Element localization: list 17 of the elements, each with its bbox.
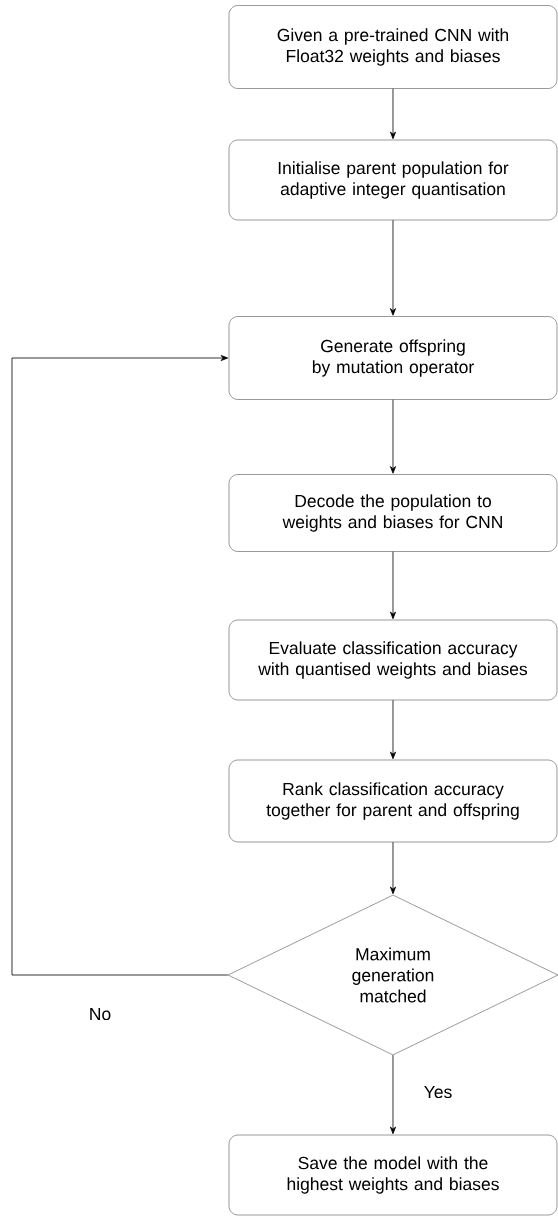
arrow (390, 219, 396, 316)
arrow (11, 355, 229, 976)
edge-label: No (90, 1007, 111, 1021)
arrow (390, 399, 396, 474)
edge-label: Yes (424, 1085, 452, 1099)
arrow (390, 88, 396, 140)
process-box: Generate offspring by mutation operator (228, 316, 558, 400)
arrow (390, 551, 396, 620)
process-box: Decode the population to weights and biases for CNN (228, 474, 558, 552)
process-box: Rank classification accuracy together for parent and offspring (228, 759, 558, 843)
arrow (390, 699, 396, 760)
arrow (390, 1054, 396, 1135)
process-box: Save the model with the highest weights and biases (228, 1134, 558, 1216)
process-box: Evaluate classification accuracy with quantised weights and biases (228, 619, 558, 701)
process-box: Initialise parent population for adaptive integer quantisation (228, 139, 558, 221)
process-box: Given a pre-trained CNN with Float32 weights and biases (228, 5, 558, 89)
arrow (390, 841, 396, 895)
